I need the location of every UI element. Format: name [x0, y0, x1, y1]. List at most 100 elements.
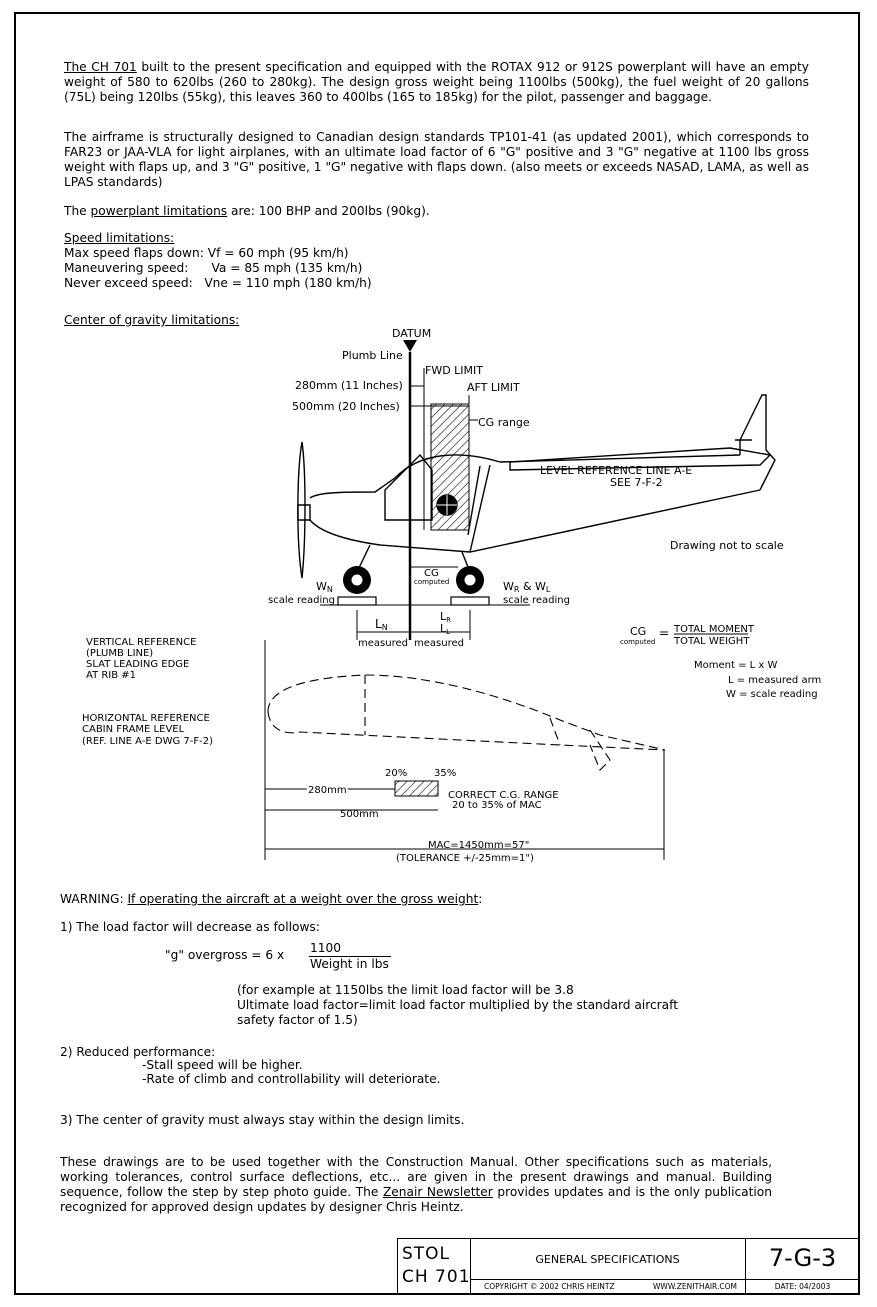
footer-paragraph: These drawings are to be used together w… [60, 1155, 772, 1215]
formula-bar [309, 956, 391, 957]
website: WWW.ZENITHAIR.COM [653, 1282, 737, 1291]
warning-prefix: WARNING: [60, 892, 128, 906]
sheet-title: GENERAL SPECIFICATIONS [535, 1253, 680, 1266]
horiz-ref-1: HORIZONTAL REFERENCE [82, 713, 210, 724]
wn-label: W [316, 580, 327, 593]
not-to-scale-label: Drawing not to scale [670, 539, 784, 552]
speed-line-vf: Max speed flaps down: Vf = 60 mph (95 km… [64, 246, 349, 260]
example-line-3: safety factor of 1.5) [237, 1013, 358, 1027]
svg-text:WN: WN [316, 580, 333, 594]
wr-label: W [503, 580, 514, 593]
moment-line-1: Moment = L x W [694, 660, 777, 671]
cg-diagram: DATUM Plumb Line FWD LIMIT AFT LIMIT 280… [82, 327, 821, 864]
cg-computed-sub: computed [414, 578, 449, 586]
formula-cg: CG [630, 625, 646, 638]
level-ref-line-1: LEVEL REFERENCE LINE A-E [540, 464, 692, 477]
svg-text:LL: LL [440, 622, 450, 636]
model-name: The CH 701 [64, 60, 137, 74]
cg-mac-box [394, 780, 439, 797]
title-block [397, 1238, 860, 1295]
ln-sub: N [382, 623, 388, 632]
powerplant-line: The powerplant limitations are: 100 BHP … [64, 204, 430, 219]
level-ref-line-2: SEE 7-F-2 [610, 476, 663, 489]
vert-ref-3: SLAT LEADING EDGE [86, 659, 189, 670]
correct-cg-1: CORRECT C.G. RANGE [448, 790, 559, 801]
item-2-line-2: -Rate of climb and controllability will … [142, 1072, 441, 1086]
speed-heading: Speed limitations: [64, 231, 175, 245]
example-line-1: (for example at 1150lbs the limit load f… [237, 983, 574, 997]
aircraft-outline [297, 394, 776, 579]
item-2: 2) Reduced performance: [60, 1045, 216, 1059]
formula-numerator: 1100 [310, 941, 342, 955]
wn-scale-reading: scale reading [268, 595, 335, 606]
mm500-label: 500mm [340, 809, 379, 820]
tolerance-label: (TOLERANCE +/-25mm=1") [396, 853, 534, 864]
example-line-2: Ultimate load factor=limit load factor m… [237, 998, 679, 1012]
copyright: COPYRIGHT © 2002 CHRIS HEINTZ [484, 1282, 615, 1291]
model-line-1: STOL [402, 1244, 451, 1264]
dim-280-label: 280mm (11 Inches) [295, 379, 403, 392]
warning-suffix: : [478, 892, 483, 906]
warning-line: WARNING: If operating the aircraft at a … [60, 892, 482, 907]
cg-range-label: CG range [478, 416, 530, 429]
cg-computed-label: CG [424, 568, 439, 579]
horiz-ref-3: (REF. LINE A-E DWG 7-F-2) [82, 736, 213, 747]
plumb-line-label: Plumb Line [342, 349, 403, 362]
lr-label: L [440, 610, 447, 623]
formula-denominator: Weight in lbs [310, 957, 389, 971]
speed-line-va: Maneuvering speed: Va = 85 mph (135 km/h… [64, 261, 363, 275]
drawing-number: 7-G-3 [768, 1244, 837, 1272]
airframe-paragraph: The airframe is structurally designed to… [64, 130, 809, 189]
svg-text:LR: LR [440, 610, 451, 624]
aft-limit-label: AFT LIMIT [467, 381, 520, 394]
vert-ref-1: VERTICAL REFERENCE [86, 637, 196, 648]
measured-right: measured [414, 638, 464, 649]
ln-label: L [375, 617, 382, 631]
wl-amp: & W [519, 580, 546, 593]
nose-wheel [337, 566, 377, 606]
footer-text-1: These drawings are to be used together w… [60, 1155, 772, 1199]
powerplant-suffix: are: 100 BHP and 200lbs (90kg). [227, 204, 430, 218]
item-2-line-1: -Stall speed will be higher. [142, 1058, 303, 1072]
vert-ref-2: (PLUMB LINE) [86, 648, 153, 659]
item-3: 3) The center of gravity must always sta… [60, 1113, 465, 1127]
footer-text-2: provides updates and is the only publica… [60, 1185, 772, 1214]
wl-sub: L [546, 585, 551, 594]
zenair-newsletter: Zenair Newsletter [382, 1185, 493, 1199]
main-wheel [450, 566, 490, 606]
vert-ref-4: AT RIB #1 [86, 670, 136, 681]
date: DATE: 04/2003 [774, 1282, 831, 1291]
moment-line-2: L = measured arm [728, 675, 821, 686]
ll-sub: L [446, 628, 450, 636]
pct35-label: 35% [434, 768, 456, 779]
speed-line-vne: Never exceed speed: Vne = 110 mph (180 k… [64, 276, 372, 290]
wn-sub: N [327, 585, 333, 594]
correct-cg-2: 20 to 35% of MAC [452, 800, 542, 811]
svg-text:=: = [659, 626, 669, 640]
mac-label: MAC=1450mm=57" [428, 840, 529, 851]
total-moment: TOTAL MOMENT [673, 624, 755, 635]
measured-left: measured [358, 638, 408, 649]
ll-label: L [440, 622, 447, 635]
formula-left: "g" overgross = 6 x [165, 948, 285, 962]
horiz-ref-2: CABIN FRAME LEVEL [82, 724, 185, 735]
powerplant-prefix: The [64, 204, 91, 218]
total-weight: TOTAL WEIGHT [673, 636, 750, 647]
pct20-label: 20% [385, 768, 407, 779]
warning-underlined: If operating the aircraft at a weight ov… [127, 892, 479, 906]
mm280-label: 280mm [308, 785, 347, 796]
wr-sub: R [514, 585, 520, 594]
svg-text:WR & WL: WR & WL [503, 580, 551, 594]
item-1: 1) The load factor will decrease as foll… [60, 920, 320, 934]
datum-arrow [403, 340, 417, 352]
wing-rib-outline [267, 674, 666, 771]
moment-line-3: W = scale reading [726, 689, 818, 700]
intro-paragraph: The CH 701 built to the present specific… [64, 60, 809, 105]
powerplant-underlined: powerplant limitations [90, 204, 228, 218]
lr-sub: R [446, 616, 451, 624]
fwd-limit-label: FWD LIMIT [425, 364, 483, 377]
svg-text:LN: LN [375, 617, 388, 632]
cg-heading: Center of gravity limitations: [64, 313, 240, 327]
wr-scale-reading: scale reading [503, 595, 570, 606]
datum-label: DATUM [392, 327, 431, 340]
